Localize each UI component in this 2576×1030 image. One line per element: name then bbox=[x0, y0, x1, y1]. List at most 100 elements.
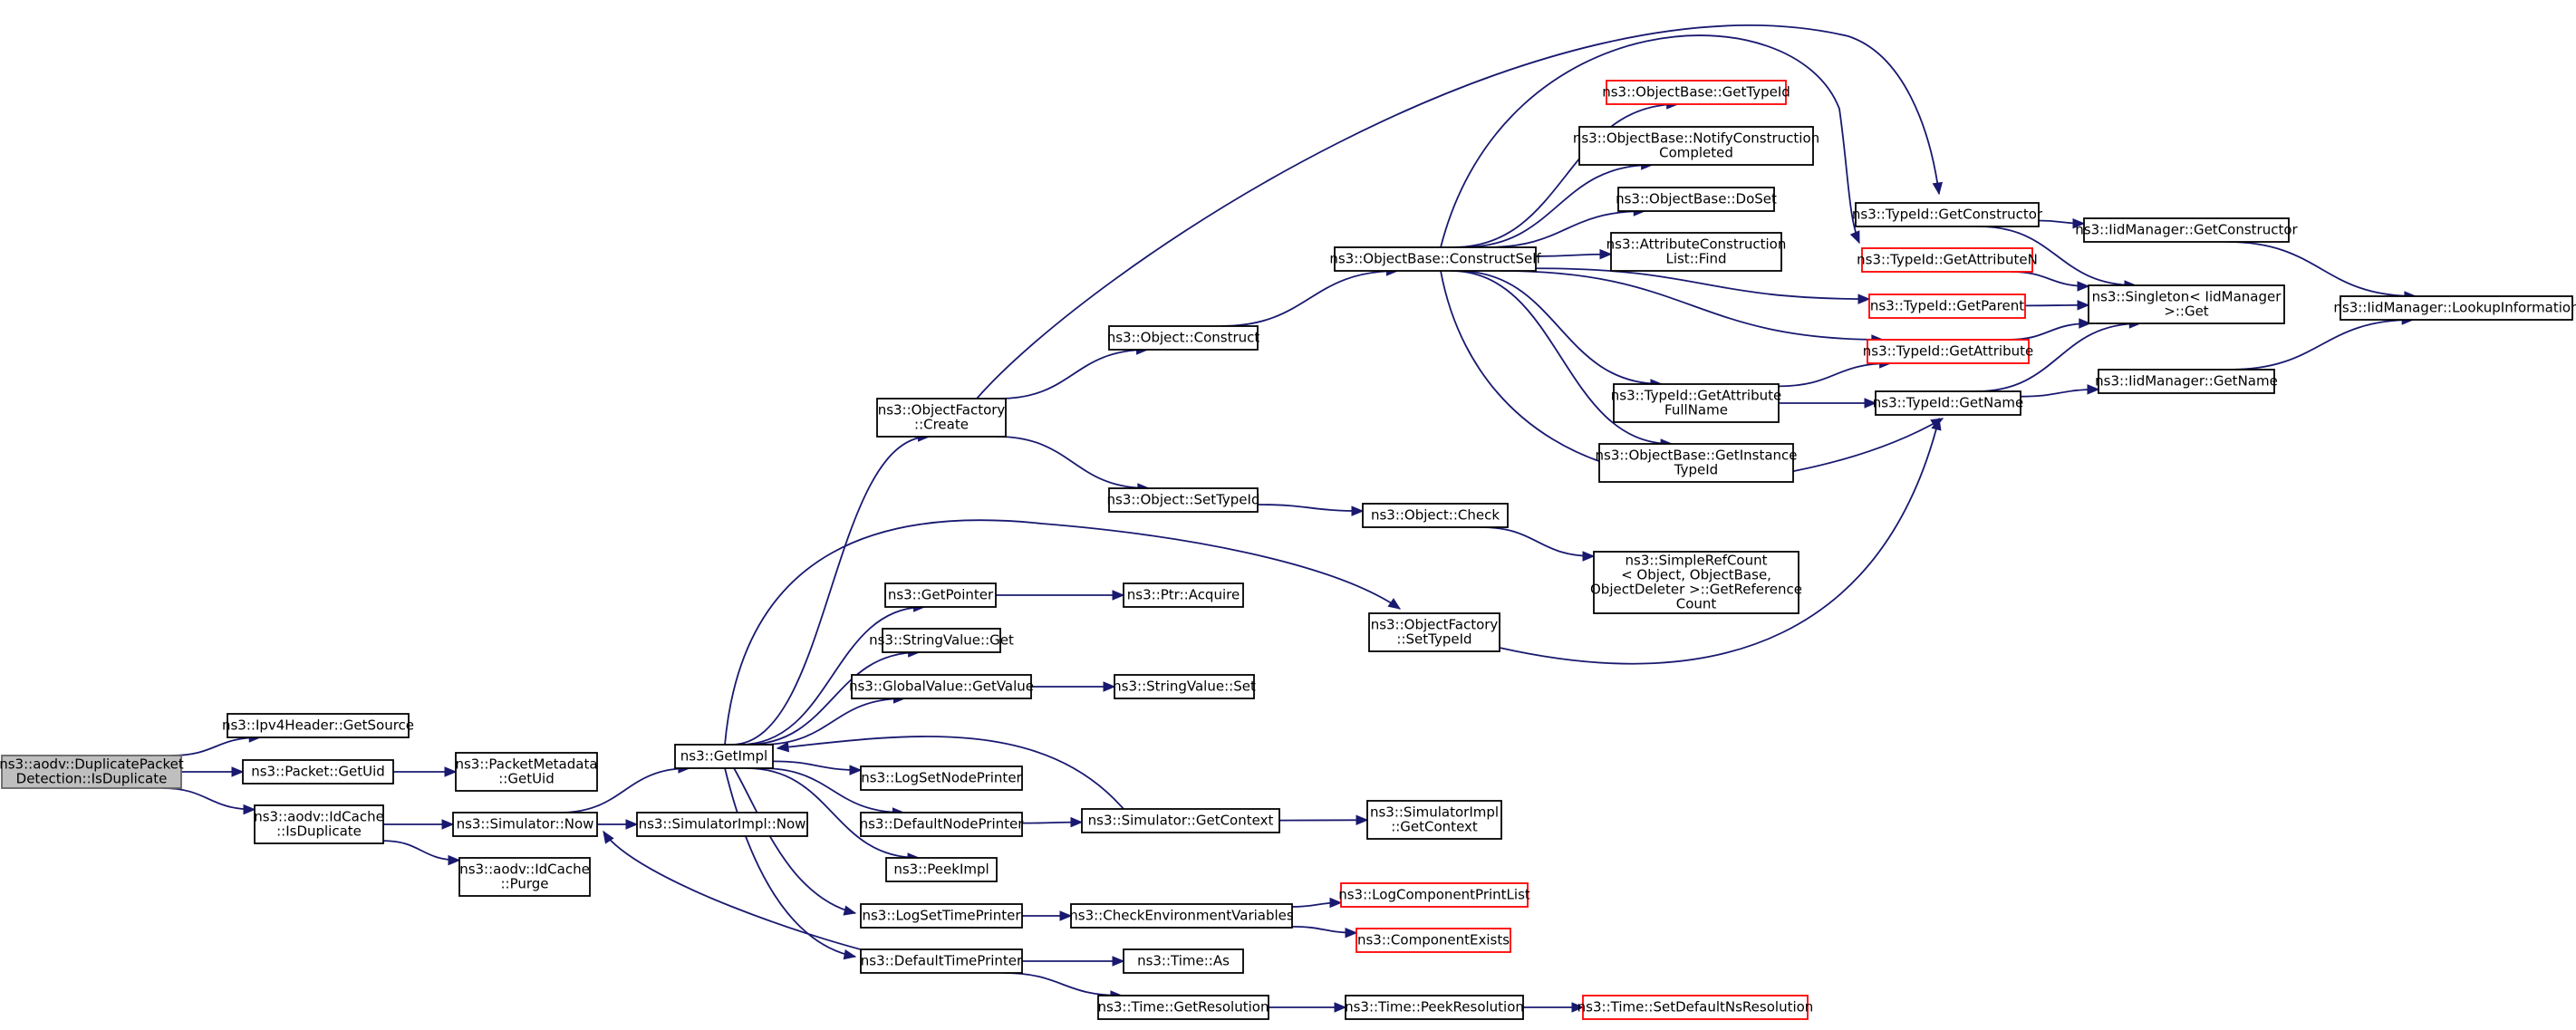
node-iidmanager-lookup[interactable]: ns3::IidManager::LookupInformation bbox=[2333, 296, 2576, 320]
node-logsetnodeprinter[interactable]: ns3::LogSetNodePrinter bbox=[861, 766, 1023, 790]
node-label: FullName bbox=[1664, 401, 1728, 418]
node-label: Completed bbox=[1659, 144, 1733, 160]
node-root[interactable]: ns3::aodv::DuplicatePacketDetection::IsD… bbox=[0, 756, 184, 788]
edge-objbase_constructself-to-typeid_getparent bbox=[1536, 268, 1869, 303]
edge-root-to-packet_getuid bbox=[181, 767, 243, 776]
node-sim-now[interactable]: ns3::Simulator::Now bbox=[453, 813, 597, 836]
node-checkenv[interactable]: ns3::CheckEnvironmentVariables bbox=[1069, 904, 1294, 928]
edge-object_construct-to-objbase_constructself bbox=[1221, 266, 1398, 326]
edge-arrowhead bbox=[2078, 282, 2089, 291]
node-getimpl[interactable]: ns3::GetImpl bbox=[675, 745, 773, 768]
node-typeid-getattributen[interactable]: ns3::TypeId::GetAttributeN bbox=[1857, 248, 2038, 272]
node-getpointer[interactable]: ns3::GetPointer bbox=[885, 583, 996, 607]
node-label: ns3::PeekImpl bbox=[893, 861, 989, 877]
edge-sim_getcontext-to-simimpl_getcontext bbox=[1279, 815, 1367, 824]
edge-arrowhead bbox=[232, 767, 243, 776]
node-label: ns3::Simulator::Now bbox=[457, 815, 594, 832]
node-label: ns3::Object::Check bbox=[1371, 506, 1500, 523]
node-simimpl-now[interactable]: ns3::SimulatorImpl::Now bbox=[637, 813, 807, 836]
node-objbase-notify[interactable]: ns3::ObjectBase::NotifyConstructionCompl… bbox=[1573, 127, 1819, 165]
node-label: List::Find bbox=[1665, 250, 1726, 266]
edge-objbase_constructself-to-typeid_getattributefullname bbox=[1457, 271, 1662, 389]
edge-line bbox=[603, 832, 906, 960]
edge-arrowhead bbox=[442, 820, 453, 829]
edge-idcache_isdup-to-sim_now bbox=[383, 820, 453, 829]
node-simplerefcount[interactable]: ns3::SimpleRefCount< Object, ObjectBase,… bbox=[1590, 552, 1802, 613]
node-object-check[interactable]: ns3::Object::Check bbox=[1363, 504, 1508, 527]
node-defaulttimeprinter[interactable]: ns3::DefaultTimePrinter bbox=[861, 949, 1023, 973]
node-globalvalue-getvalue[interactable]: ns3::GlobalValue::GetValue bbox=[849, 675, 1034, 698]
edge-line bbox=[162, 788, 255, 810]
node-time-setdefaultns[interactable]: ns3::Time::SetDefaultNsResolution bbox=[1577, 996, 1814, 1019]
node-typeid-getconstructor[interactable]: ns3::TypeId::GetConstructor bbox=[1852, 203, 2043, 226]
node-logsettimeprinter[interactable]: ns3::LogSetTimePrinter bbox=[861, 904, 1022, 928]
node-label: ns3::Packet::GetUid bbox=[251, 763, 385, 779]
edge-objfactory_create-to-object_settypeid bbox=[998, 437, 1149, 493]
edge-line bbox=[1258, 505, 1363, 511]
node-object-construct[interactable]: ns3::Object::Construct bbox=[1107, 326, 1260, 350]
node-label: ns3::Time::GetResolution bbox=[1098, 998, 1269, 1015]
edge-getimpl-to-objfactory_settypeid bbox=[725, 520, 1400, 745]
node-objfactory-create[interactable]: ns3::ObjectFactory::Create bbox=[877, 399, 1006, 437]
node-ptr-acquire[interactable]: ns3::Ptr::Acquire bbox=[1124, 583, 1243, 607]
node-typeid-getname[interactable]: ns3::TypeId::GetName bbox=[1873, 391, 2023, 415]
node-label: ns3::IidManager::GetName bbox=[2095, 372, 2278, 389]
node-label: ns3::Object::Construct bbox=[1107, 329, 1260, 345]
node-objbase-gettypeid[interactable]: ns3::ObjectBase::GetTypeId bbox=[1602, 81, 1790, 104]
node-logcomponentprintlist[interactable]: ns3::LogComponentPrintList bbox=[1338, 883, 1530, 907]
edge-getimpl-to-logsettimeprinter bbox=[734, 768, 855, 915]
node-object-settypeid[interactable]: ns3::Object::SetTypeId bbox=[1107, 488, 1260, 512]
node-idcache-purge[interactable]: ns3::aodv::IdCache::Purge bbox=[459, 858, 590, 896]
node-objbase-doset[interactable]: ns3::ObjectBase::DoSet bbox=[1616, 188, 1777, 211]
edge-arrowhead bbox=[844, 950, 855, 959]
edge-getpointer-to-ptr_acquire bbox=[996, 591, 1124, 600]
node-label: ns3::StringValue::Set bbox=[1113, 678, 1256, 694]
node-objbase-constructself[interactable]: ns3::ObjectBase::ConstructSelf bbox=[1329, 247, 1541, 271]
node-label: ns3::LogSetNodePrinter bbox=[861, 769, 1022, 785]
node-label: ns3::TypeId::GetParent bbox=[1870, 297, 2024, 313]
node-iidmanager-getconstructor[interactable]: ns3::IidManager::GetConstructor bbox=[2075, 218, 2298, 242]
node-simimpl-getcontext[interactable]: ns3::SimulatorImpl::GetContext bbox=[1367, 801, 1501, 839]
node-label: ns3::LogSetTimePrinter bbox=[862, 907, 1021, 923]
edge-arrowhead bbox=[1113, 957, 1124, 966]
node-label: ::GetContext bbox=[1391, 818, 1478, 834]
edge-line bbox=[1779, 363, 1891, 386]
node-ipv4-getsource[interactable]: ns3::Ipv4Header::GetSource bbox=[222, 714, 414, 737]
node-pm-getuid[interactable]: ns3::PacketMetadata::GetUid bbox=[455, 753, 597, 791]
node-objfactory-settypeid[interactable]: ns3::ObjectFactory::SetTypeId bbox=[1369, 613, 1500, 651]
node-idcache-isdup[interactable]: ns3::aodv::IdCache::IsDuplicate bbox=[254, 805, 384, 843]
node-componentexists[interactable]: ns3::ComponentExists bbox=[1356, 929, 1510, 952]
node-sim-getcontext[interactable]: ns3::Simulator::GetContext bbox=[1082, 809, 1279, 833]
edge-getimpl-to-defaulttimeprinter bbox=[725, 768, 855, 959]
node-label: ::IsDuplicate bbox=[276, 823, 362, 839]
node-peekimpl[interactable]: ns3::PeekImpl bbox=[886, 858, 997, 881]
edge-arrowhead bbox=[244, 805, 255, 814]
node-stringvalue-get[interactable]: ns3::StringValue::Get bbox=[869, 629, 1014, 652]
edge-defaulttimeprinter-to-time_as bbox=[1022, 957, 1124, 966]
node-label: >::Get bbox=[2164, 303, 2209, 319]
node-packet-getuid[interactable]: ns3::Packet::GetUid bbox=[243, 760, 393, 784]
node-label: ns3::IidManager::GetConstructor bbox=[2075, 221, 2298, 237]
node-iidmanager-getname[interactable]: ns3::IidManager::GetName bbox=[2095, 370, 2278, 393]
edge-line bbox=[773, 761, 861, 770]
node-stringvalue-set[interactable]: ns3::StringValue::Set bbox=[1113, 675, 1256, 698]
edge-arrowhead bbox=[1346, 929, 1356, 938]
edge-logsettimeprinter-to-checkenv bbox=[1022, 911, 1071, 920]
edge-defaulttimeprinter-to-sim_now bbox=[603, 832, 906, 960]
node-typeid-getattribute[interactable]: ns3::TypeId::GetAttribute bbox=[1863, 340, 2033, 363]
node-singleton-get[interactable]: ns3::Singleton< IidManager >::Get bbox=[2089, 285, 2284, 323]
node-typeid-getparent[interactable]: ns3::TypeId::GetParent bbox=[1869, 294, 2025, 318]
node-label: ns3::IidManager::LookupInformation bbox=[2333, 299, 2576, 315]
node-time-as[interactable]: ns3::Time::As bbox=[1124, 949, 1243, 973]
edge-defaultnodeprinter-to-sim_getcontext bbox=[1022, 818, 1082, 827]
node-label: ns3::GetImpl bbox=[680, 747, 767, 764]
node-time-peekresolution[interactable]: ns3::Time::PeekResolution bbox=[1345, 996, 1524, 1019]
node-time-getresolution[interactable]: ns3::Time::GetResolution bbox=[1098, 996, 1269, 1019]
node-defaultnodeprinter[interactable]: ns3::DefaultNodePrinter bbox=[860, 813, 1025, 836]
node-label: ns3::TypeId::GetAttributeN bbox=[1857, 251, 2038, 267]
edge-line bbox=[998, 437, 1149, 488]
